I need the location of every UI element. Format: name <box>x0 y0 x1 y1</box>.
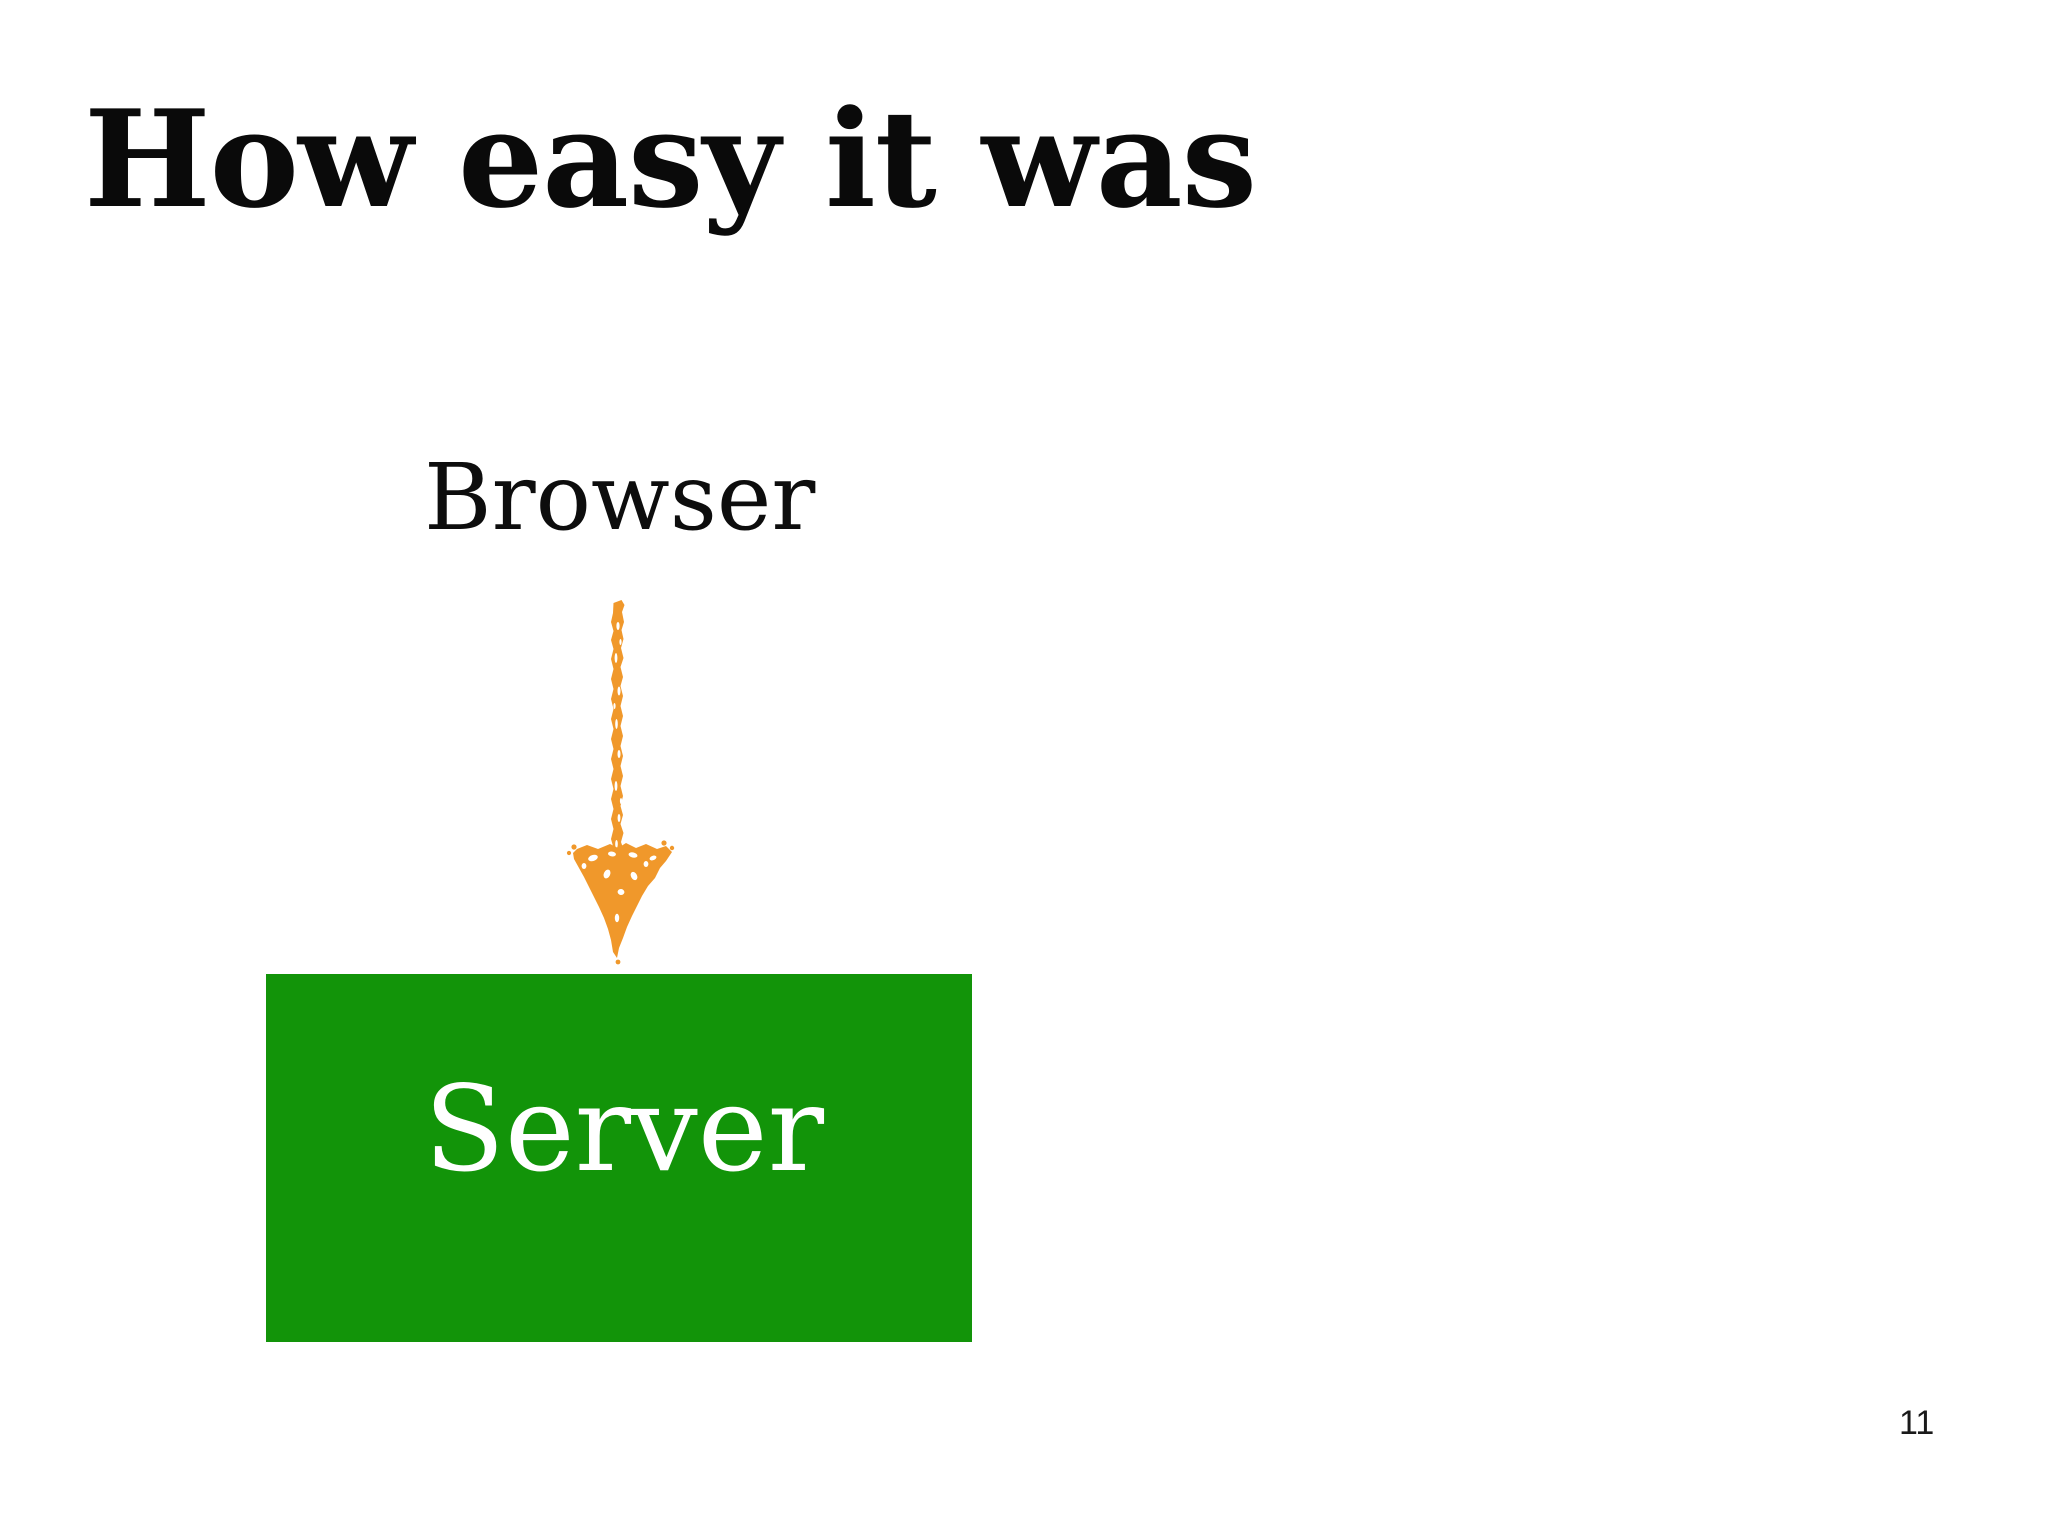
diagram-arrow-browser-to-server-icon <box>560 596 690 968</box>
diagram-node-browser: Browser <box>424 444 816 551</box>
page-number: 11 <box>1899 1404 1935 1442</box>
page-title: How easy it was <box>84 80 1257 238</box>
diagram-node-server: Server <box>266 974 972 1342</box>
down-arrow-icon <box>566 600 675 965</box>
diagram-node-server-label: Server <box>424 1060 824 1198</box>
